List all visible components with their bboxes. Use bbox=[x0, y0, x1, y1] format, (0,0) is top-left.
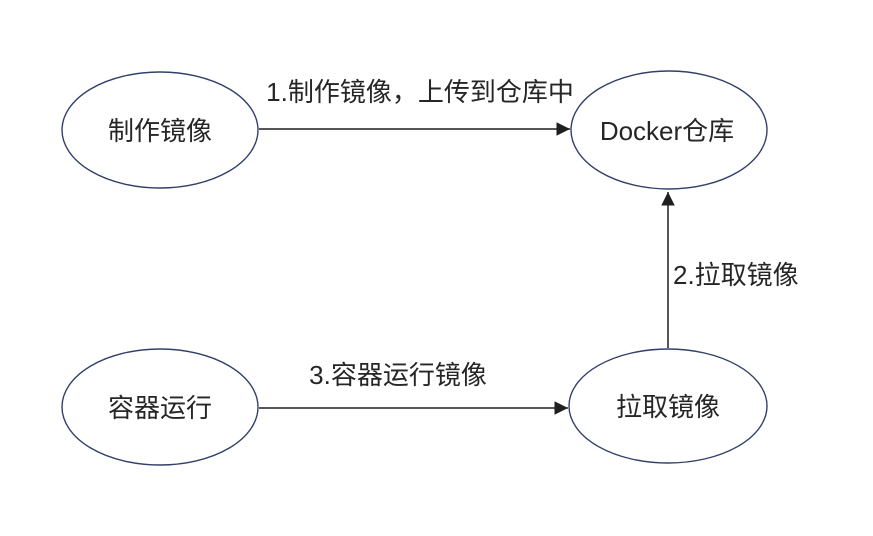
node-pull-image: 拉取镜像 bbox=[568, 348, 768, 464]
node-container-run: 容器运行 bbox=[61, 348, 259, 466]
node-docker-registry-shape bbox=[570, 70, 768, 190]
node-docker-registry: Docker仓库 bbox=[570, 70, 768, 190]
edge-label-3: 3.容器运行镜像 bbox=[309, 360, 487, 390]
node-docker-registry-label: Docker仓库 bbox=[600, 116, 734, 146]
edge-label-1: 1.制作镜像，上传到仓库中 bbox=[266, 77, 574, 107]
node-container-run-shape bbox=[61, 348, 259, 466]
node-make-image: 制作镜像 bbox=[61, 71, 259, 189]
node-pull-image-label: 拉取镜像 bbox=[616, 392, 720, 422]
node-make-image-shape bbox=[61, 71, 259, 189]
edge-label-2: 2.拉取镜像 bbox=[673, 260, 799, 290]
node-container-run-label: 容器运行 bbox=[108, 393, 212, 423]
node-pull-image-shape bbox=[568, 348, 768, 464]
node-make-image-label: 制作镜像 bbox=[108, 116, 212, 146]
